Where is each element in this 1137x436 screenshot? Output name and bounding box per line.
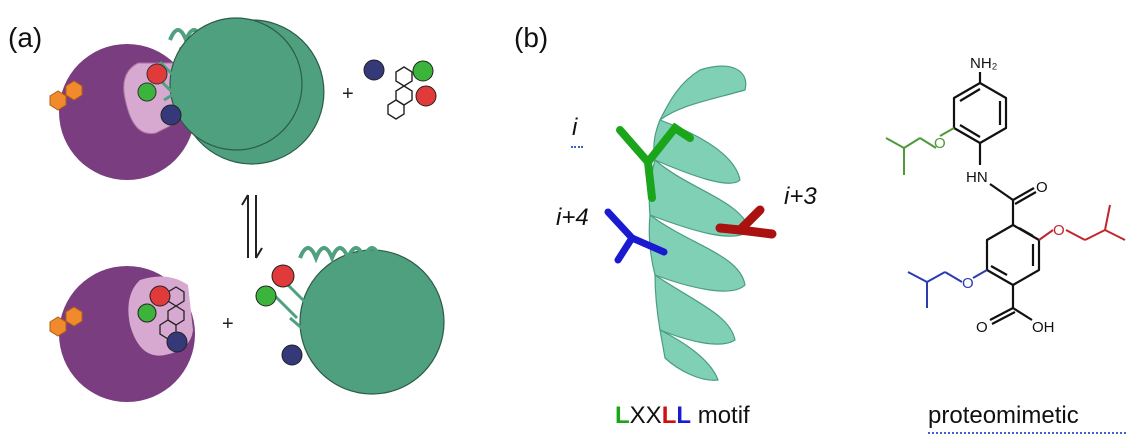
bottom-orange-ligand	[49, 306, 83, 337]
o-bottom-label: O	[962, 275, 974, 292]
top-plus-sign: +	[342, 83, 354, 105]
lxxll-motif-caption: LXXLL motif	[615, 402, 750, 430]
top-green-protein-body	[169, 17, 303, 151]
motif-l-blue: L	[676, 402, 692, 429]
free-red-ball	[415, 85, 437, 107]
top-orange-ligand	[49, 80, 83, 111]
bottom-complex: +	[49, 246, 445, 402]
helix-structure	[604, 65, 777, 381]
residue-i4-label: i+4	[556, 204, 589, 231]
bottom-free-red-ball	[271, 264, 295, 288]
nh2-label: NH₂	[970, 55, 998, 72]
proteomimetic-underline	[928, 430, 1126, 434]
top-red-ball	[146, 63, 168, 85]
bottom-green-protein	[299, 249, 445, 395]
top-complex: +	[49, 17, 437, 180]
panel-a-schematic: +	[49, 17, 445, 402]
residue-i3-stick	[715, 205, 777, 239]
bottom-free-green-ball	[255, 285, 277, 307]
bottom-helix-coil	[298, 246, 382, 264]
bottom-plus-sign: +	[222, 313, 234, 335]
equilibrium-arrows	[241, 194, 263, 259]
o-amide-label: O	[1036, 179, 1048, 196]
oh-label: OH	[1032, 319, 1055, 336]
top-navy-ball	[160, 104, 182, 126]
o-left-label: O	[934, 135, 946, 152]
bottom-bound-molecule	[137, 285, 188, 353]
bottom-green-ball	[137, 303, 157, 323]
o-right-label: O	[1053, 222, 1065, 239]
free-green-ball	[412, 60, 434, 82]
residue-i-stick	[616, 122, 694, 202]
proteomimetic-structure: NH₂ O HN O O O O OH	[885, 55, 1126, 336]
free-small-molecule	[363, 59, 437, 120]
residue-i-label: i	[572, 114, 578, 141]
free-navy-ball	[363, 59, 385, 81]
motif-l-red: L	[661, 402, 677, 429]
bottom-navy-ball	[166, 331, 188, 353]
proteomimetic-caption: proteomimetic	[928, 402, 1079, 429]
bottom-red-ball	[149, 285, 171, 307]
residue-i3-label: i+3	[784, 183, 817, 210]
motif-l-green: L	[615, 402, 630, 429]
panel-a-label: (a)	[8, 22, 43, 53]
panel-b-label: (b)	[514, 22, 549, 53]
bottom-free-navy-ball	[281, 344, 303, 366]
motif-xx: XX	[629, 402, 662, 429]
hn-label: HN	[966, 169, 988, 186]
top-green-ball	[137, 82, 157, 102]
motif-suffix: motif	[691, 402, 750, 429]
residue-i-underline	[571, 144, 583, 148]
o-acid-label: O	[976, 319, 988, 336]
residue-i4-stick	[604, 208, 668, 264]
